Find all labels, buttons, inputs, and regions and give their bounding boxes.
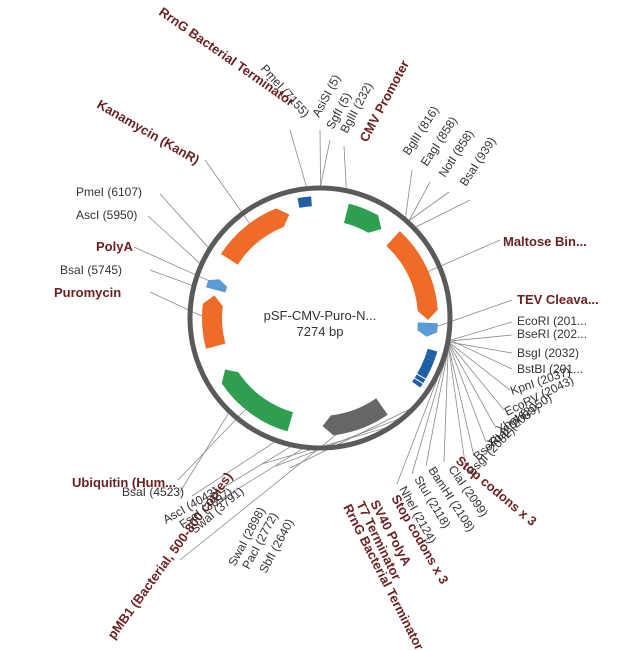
feature-puromycin[interactable] [202,295,226,349]
feature-sv40[interactable] [417,357,435,379]
feature-rrng-term-bottom[interactable] [412,378,423,388]
feature-label-mbp: Maltose Bin... [503,234,587,249]
leader-xhoi-2050 [449,344,497,429]
leader-feature-maltose-binding [419,239,501,276]
leader-bglii-232 [343,145,347,189]
leader-feature-tev-cleavage [427,299,513,331]
feature-label-ubiquitin: Ubiquitin (Hum... [72,475,176,490]
feature-tev-cleavage[interactable] [417,322,438,337]
leader-feature-pmb1-ori [179,420,354,561]
leader-clai-2099 [443,349,449,463]
feature-layer [202,196,438,436]
leader-xbai-2059 [448,345,487,443]
feature-t7-term[interactable] [414,374,426,384]
feature-label-puro: Puromycin [54,285,121,300]
leader-ecori-201 [449,321,513,341]
feature-ubiquitin[interactable] [221,369,294,432]
feature-stop-a[interactable] [425,348,438,358]
feature-stop-b[interactable] [424,354,436,362]
site-label-ecori-201: EcoRI (201... [517,314,587,328]
feature-label-kanr: Kanamycin (KanR) [95,97,203,168]
feature-cmv-promoter[interactable] [343,203,382,233]
feature-pmb1-ori[interactable] [322,398,388,436]
leader-bsai-939 [415,199,471,228]
leader-sfgi-5 [320,139,331,187]
feature-label-tev: TEV Cleava... [517,292,599,307]
site-label-bstbi-201: BstBI (201... [517,362,583,376]
leader-swai-3791 [219,448,303,501]
site-label-pmei-6107: PmeI (6107) [76,185,142,199]
leader-asci-5950 [147,215,201,264]
leader-bseri-202 [449,334,513,342]
site-label-bsai-4523: BsaI (4523) [122,485,184,499]
feature-kanamycin[interactable] [220,208,290,265]
leader-feature-ubiquitin [177,401,253,481]
site-label-bsgi-2032: BsgI (2032) [517,346,579,360]
leader-bseri-2076 [448,347,475,457]
feature-label-rrng-top: RrnG Bacterial Terminator [156,4,297,109]
leader-bstbi-201 [449,339,513,370]
leader-fsei-3897 [205,446,291,499]
leader-pmei-6107 [159,193,209,248]
leader-eagi-858 [408,181,431,221]
leader-asci-4043 [191,441,275,497]
plasmid-name: pSF-CMV-Puro-N... [264,308,377,323]
site-label-asci-5950: AscI (5950) [76,208,137,222]
leader-bamhi-2108 [425,350,449,467]
feature-polya[interactable] [206,279,228,293]
leader-bsai-5745 [149,269,193,286]
leader-lines [133,129,513,561]
feature-rrng-term-top[interactable] [297,196,312,208]
leader-stui-2118 [411,351,448,475]
leader-kpni-2037 [449,342,511,391]
site-label-bsai-5745: BsaI (5745) [60,263,122,277]
leader-bsgi-2082 [448,347,467,471]
site-label-bseri-202: BseRI (202... [517,327,587,341]
leader-pmei-7155 [289,129,307,187]
leader-ecorv-2043 [449,343,505,411]
leader-bglii-816 [405,169,413,218]
leader-asisi-5 [319,129,321,187]
leader-bsgi-2032 [449,341,513,354]
leader-feature-kanamycin [204,159,256,232]
leader-feature-polya [133,246,218,285]
leader-noti-858 [408,191,450,221]
leader-swai-2898 [261,423,399,465]
feature-maltose-binding[interactable] [386,231,438,321]
backbone-ring [187,185,453,451]
leader-feature-puromycin [149,291,213,322]
plasmid-length: 7274 bp [297,324,344,339]
feature-label-polya: PolyA [96,239,133,254]
